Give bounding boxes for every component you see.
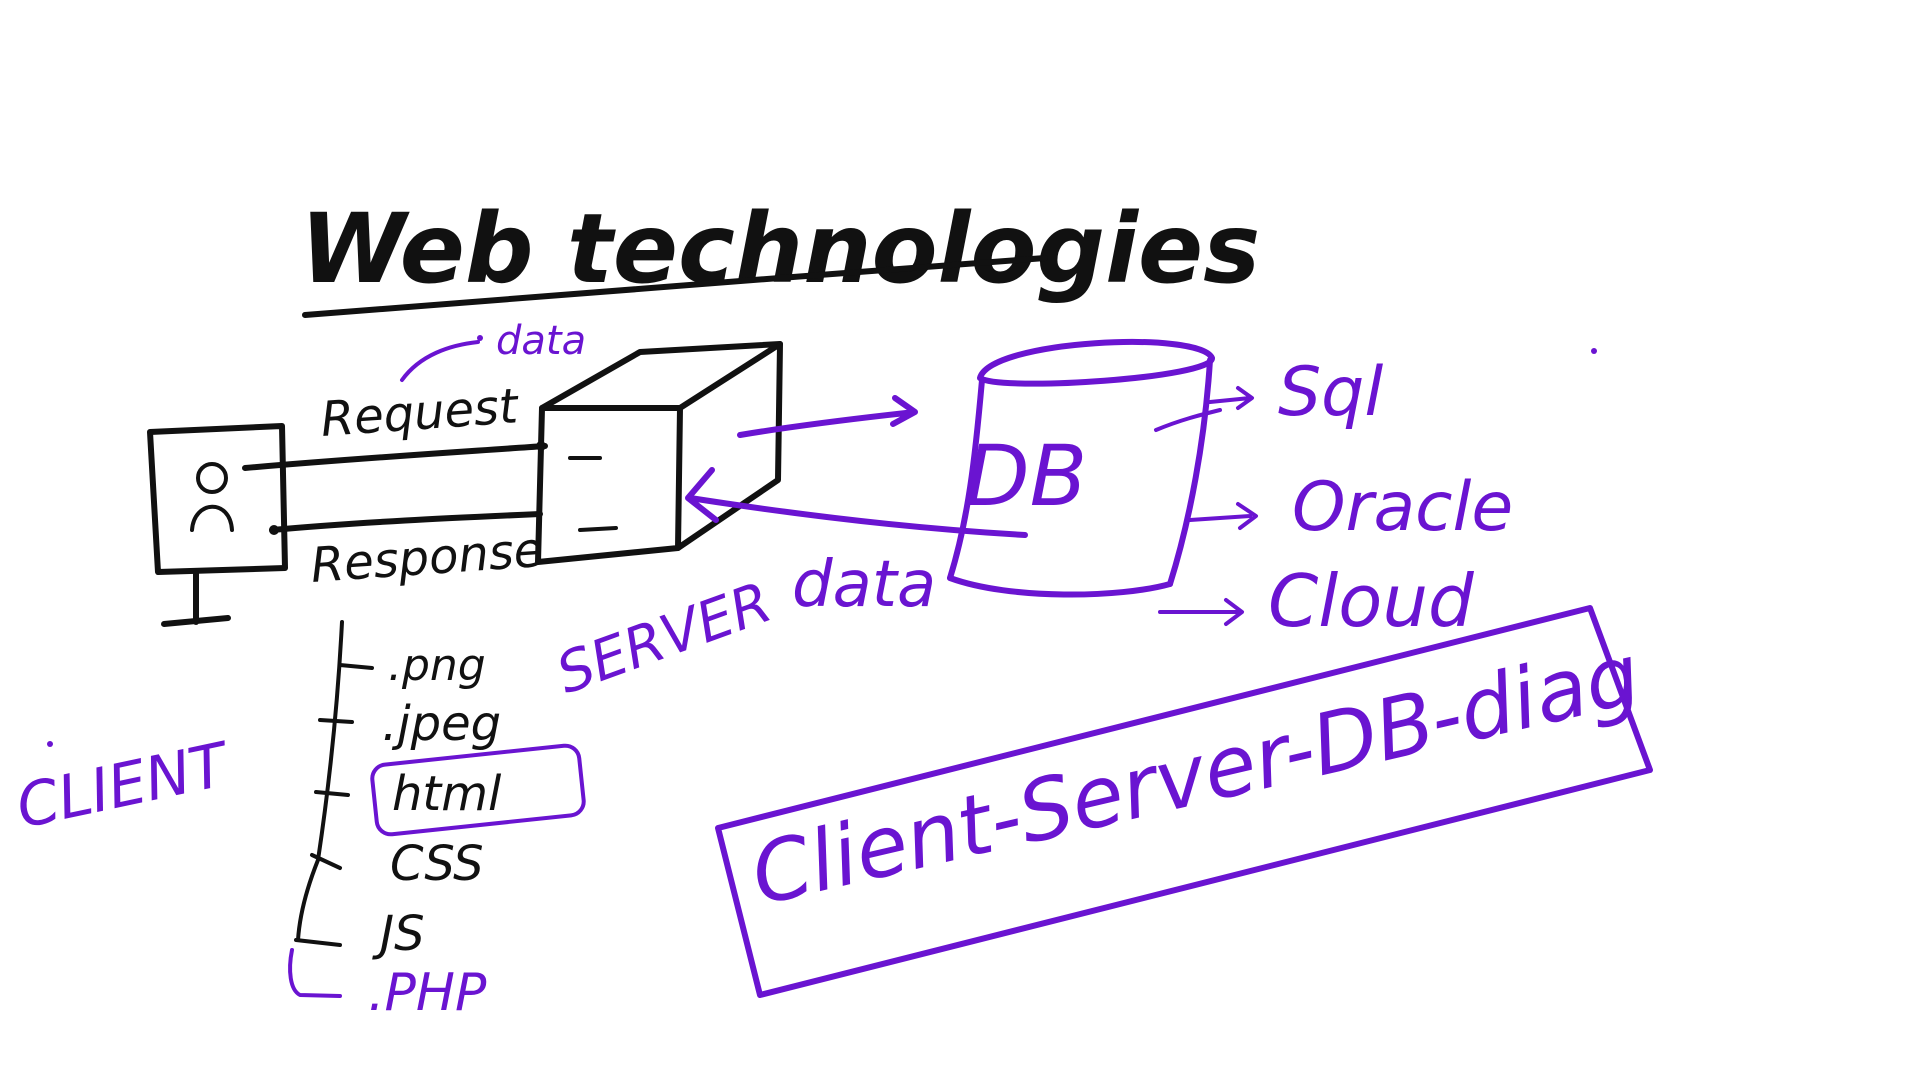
sql-arrow	[1208, 386, 1254, 410]
stray-dot	[1591, 348, 1597, 354]
db-to-server-arrow	[685, 467, 1028, 538]
user-icon	[190, 462, 234, 532]
cloud-arrow	[1158, 598, 1244, 626]
response-endpoint	[269, 525, 279, 535]
response-label: Response	[309, 522, 545, 594]
request-label: Request	[319, 378, 522, 448]
server-label: SERVER	[549, 570, 780, 707]
request-data-label: data	[496, 318, 586, 364]
request-line	[242, 443, 548, 471]
db-return-label: data	[792, 548, 936, 622]
caption-box	[715, 605, 1653, 998]
file-tree	[288, 620, 374, 998]
server-box	[535, 341, 783, 565]
db-label: DB	[965, 427, 1087, 525]
server-to-db-arrow	[737, 395, 918, 438]
oracle-arrow	[1188, 502, 1258, 530]
db-option-oracle: Oracle	[1292, 468, 1513, 547]
client-dot	[47, 741, 53, 747]
page-title: Web technologies	[300, 193, 1260, 305]
client-monitor	[147, 423, 288, 627]
response-line	[269, 511, 543, 533]
file-type-php: .PHP	[368, 963, 487, 1023]
caption-text: Client-Server-DB-diag	[742, 625, 1648, 925]
db-option-cloud: Cloud	[1268, 559, 1475, 643]
file-type-png: .png	[388, 640, 486, 691]
file-type-css: CSS	[390, 836, 484, 892]
request-data-dot	[477, 335, 483, 341]
file-type-jpeg: .jpeg	[382, 696, 501, 752]
db-option-sql: Sql	[1278, 353, 1383, 432]
title-underline	[302, 255, 1048, 318]
file-type-html: html	[392, 766, 502, 822]
request-data-arc	[400, 340, 480, 382]
file-type-js: JS	[372, 906, 425, 962]
db-cylinder	[947, 339, 1222, 598]
client-label: CLIENT	[11, 729, 238, 843]
html-highlight-box	[370, 743, 586, 837]
